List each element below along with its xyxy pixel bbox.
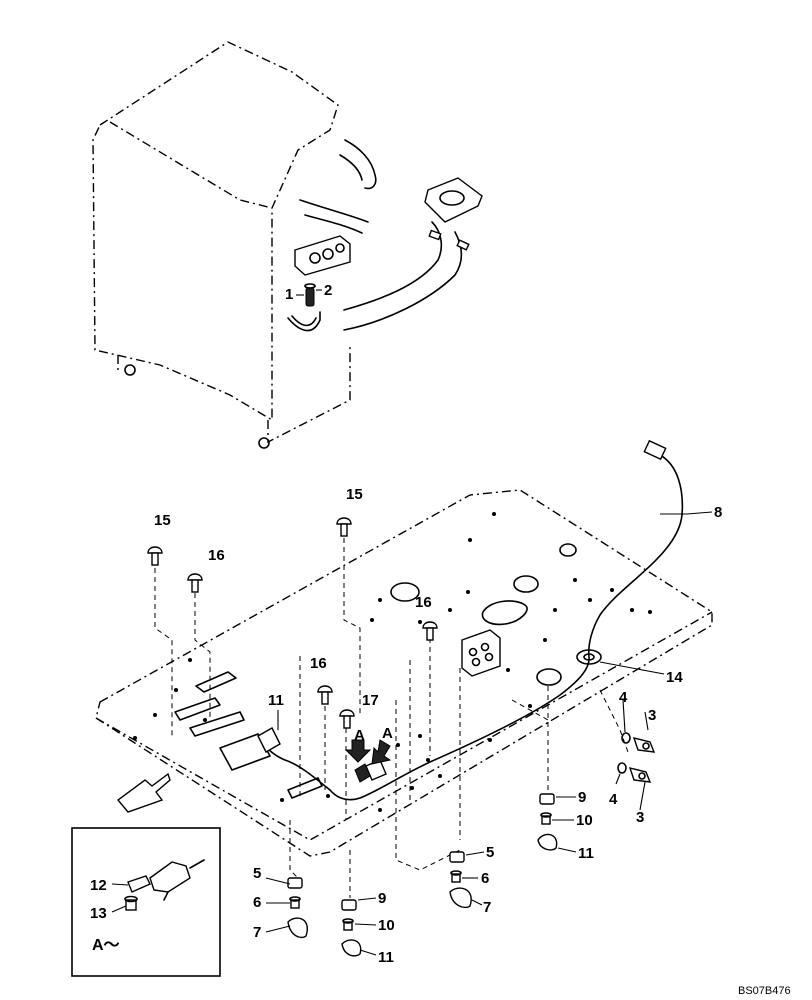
callout-16-mid: 16 (310, 655, 327, 672)
callout-6-left: 6 (253, 894, 261, 911)
callout-13: 13 (90, 905, 107, 922)
callout-9-right: 9 (578, 789, 586, 806)
tank-assembly (92, 41, 483, 449)
studs (147, 517, 438, 729)
callout-11-right: 11 (578, 845, 594, 862)
connector-icon (643, 439, 667, 461)
switches (617, 732, 656, 783)
callout-5-left: 5 (253, 865, 261, 882)
callout-10-left: 10 (378, 917, 395, 934)
view-marker-a-right: A (382, 725, 393, 742)
view-marker-a-left: A (354, 727, 365, 744)
callout-14: 14 (666, 669, 683, 686)
callout-15-top: 15 (346, 486, 363, 503)
callout-15-left: 15 (154, 512, 171, 529)
front-direction-arrow-icon (116, 772, 171, 813)
callout-8: 8 (714, 504, 722, 521)
callout-2: 2 (324, 282, 332, 299)
view-arrows (344, 739, 392, 765)
callouts: 1 2 8 14 3 4 4 3 9 10 11 5 6 7 5 6 7 9 1… (90, 282, 791, 997)
callout-4-upper: 4 (619, 689, 628, 706)
callout-10-right: 10 (576, 812, 593, 829)
callout-6-mid: 6 (481, 870, 489, 887)
detail-a-title: A～ (92, 937, 120, 954)
clamp-parts (287, 793, 558, 957)
callout-3-lower: 3 (636, 809, 644, 826)
mounting-holes (133, 512, 652, 812)
pressure-switch-icon (305, 287, 315, 307)
callout-12: 12 (90, 877, 107, 894)
callout-16-left: 16 (208, 547, 225, 564)
callout-1: 1 (285, 286, 293, 303)
callout-7-mid: 7 (483, 899, 491, 916)
callout-11-left: 11 (268, 692, 284, 709)
callout-4-lower: 4 (609, 791, 618, 808)
drawing-code: BS07B476 (738, 985, 791, 997)
callout-17: 17 (362, 692, 379, 709)
detail-view-a (71, 827, 221, 977)
callout-7-left: 7 (253, 924, 261, 941)
callout-3-upper: 3 (648, 707, 656, 724)
callout-5-mid: 5 (486, 844, 494, 861)
lead-lines (154, 538, 629, 898)
leader-lines (265, 289, 713, 956)
callout-16-right: 16 (415, 594, 432, 611)
callout-9-left: 9 (378, 890, 386, 907)
callout-11-bottom: 11 (378, 949, 394, 966)
floor-plate (95, 439, 713, 857)
